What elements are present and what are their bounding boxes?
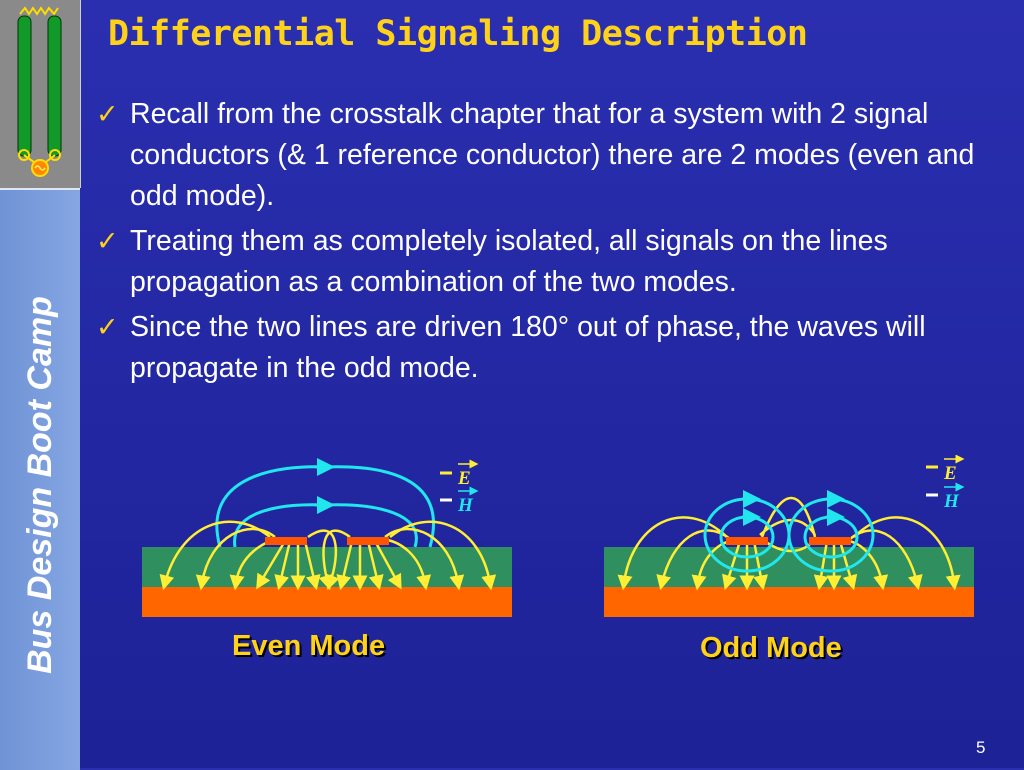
even-h-field-lines <box>215 458 435 548</box>
check-mark-icon: ✓ <box>96 312 119 343</box>
sidebar-title: Bus Design Boot Camp <box>21 296 59 674</box>
check-mark-icon: ✓ <box>96 99 119 130</box>
sidebar <box>0 188 80 770</box>
bullet-text: Recall from the crosstalk chapter that f… <box>130 98 975 212</box>
bullet-text: Treating them as completely isolated, al… <box>130 225 888 298</box>
conductor-left <box>265 537 307 545</box>
field-legend: E H <box>926 455 965 512</box>
odd-h-field-lines <box>703 490 875 573</box>
bullet-text: Since the two lines are driven 180° out … <box>130 311 926 384</box>
transmission-line-logo-icon <box>17 6 62 177</box>
page-title: Differential Signaling Description <box>108 14 808 54</box>
bullet-list: ✓ Recall from the crosstalk chapter that… <box>96 94 1001 393</box>
conductor-left <box>726 537 768 545</box>
bullet-item: ✓ Treating them as completely isolated, … <box>96 221 1001 303</box>
even-mode-figure: E H <box>142 458 512 617</box>
bullet-item: ✓ Since the two lines are driven 180° ou… <box>96 307 1001 389</box>
conductor-right <box>347 537 389 545</box>
e-field-symbol: E <box>943 463 957 484</box>
conductor-right <box>809 537 851 545</box>
check-mark-icon: ✓ <box>96 226 119 257</box>
odd-mode-label: Odd Mode <box>700 632 842 664</box>
even-e-field-lines <box>159 520 497 591</box>
h-field-symbol: H <box>943 491 960 512</box>
odd-mode-figure: E H <box>604 455 974 617</box>
ground-plane <box>142 587 512 617</box>
h-field-symbol: H <box>457 495 474 516</box>
dielectric-layer <box>604 547 974 589</box>
logo <box>0 0 81 188</box>
bullet-item: ✓ Recall from the crosstalk chapter that… <box>96 94 1001 217</box>
e-field-symbol: E <box>457 468 471 489</box>
ground-plane <box>604 587 974 617</box>
even-mode-label: Even Mode <box>232 630 386 662</box>
page-number: 5 <box>976 738 986 757</box>
field-legend: E H <box>440 459 479 516</box>
